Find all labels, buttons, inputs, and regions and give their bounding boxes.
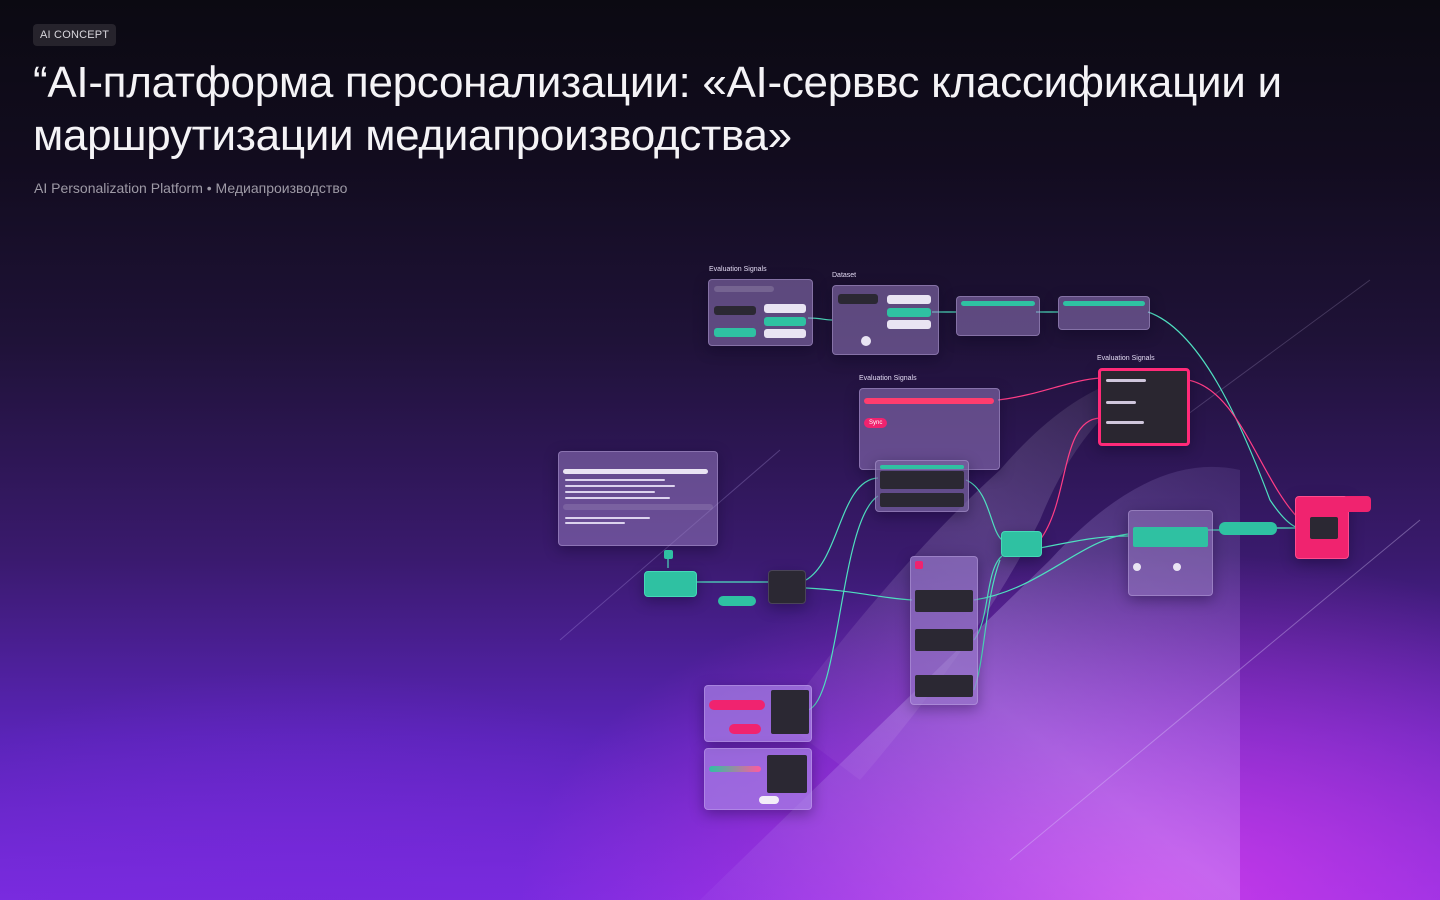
status-icon [915,561,923,569]
dataset-node[interactable] [832,285,939,355]
node-field [764,329,806,338]
evaluation-signals-alert-node[interactable] [1098,368,1190,446]
junction-node[interactable] [1001,531,1042,557]
progress-bar [563,469,708,474]
node-header-bar [961,301,1035,306]
heart-badge-icon[interactable] [1343,496,1371,512]
diagonal-light-line [1009,519,1421,861]
evaluation-signals-node[interactable] [708,279,813,346]
node-text-line [565,491,655,493]
node-text-line [1106,421,1144,424]
connector-wire [805,477,879,581]
processor-node[interactable] [768,570,806,604]
final-output-node[interactable] [1295,496,1349,559]
pink-tag-pill[interactable]: Sync [864,418,888,428]
node-row [563,504,713,510]
connector-wire [1039,535,1129,549]
classification-panel-node[interactable] [558,451,718,546]
connector-wire [965,479,1003,541]
gradient-bar [709,766,761,772]
pink-tag-pill[interactable] [729,724,761,734]
node-text-line [1106,379,1146,382]
evaluation-signals-label: Evaluation Signals [1097,355,1155,362]
node-header-bar [1063,301,1145,306]
connector-wire [1187,379,1301,521]
node-body [880,493,964,507]
add-port-icon[interactable] [861,336,871,346]
node-field [764,317,806,326]
node-text-line [1106,401,1136,404]
dataset-label: Dataset [832,272,857,279]
graph-preview [771,690,809,734]
node-row [714,306,756,315]
signal-node[interactable] [956,296,1040,336]
node-body [915,590,973,612]
signal-node[interactable] [1058,296,1150,330]
node-text-line [565,522,625,524]
connector-wire [807,495,879,711]
port-handle[interactable] [664,550,673,559]
connector-wire [973,555,1003,641]
pipeline-stack-node[interactable] [910,556,978,705]
connector-wire [973,533,1129,601]
node-row [714,286,774,292]
input-node[interactable] [644,571,697,597]
output-config-node[interactable] [1128,510,1213,596]
evaluation-signals-label: Evaluation Signals [859,375,917,382]
connector-wire [805,587,913,601]
node-text-line [565,497,670,499]
feature-node[interactable] [704,748,812,810]
page-subtitle: AI Personalization Platform • Медиапроиз… [34,180,348,196]
node-body [880,471,964,489]
node-text-line [565,479,665,481]
option-icon [1173,563,1181,571]
node-field [887,295,931,304]
node-field [887,320,931,329]
node-field [887,308,931,317]
graph-preview [767,755,807,793]
connector-wire [997,377,1101,401]
node-row [838,294,878,304]
node-field [764,304,806,313]
node-row [714,328,756,337]
feature-node[interactable] [704,685,812,742]
node-body [915,629,973,651]
evaluation-signals-label: Evaluation Signals [709,266,767,273]
white-pill[interactable] [759,796,779,804]
diagonal-light-line [1179,279,1371,421]
pink-tag-pill[interactable] [709,700,765,710]
option-icon [1133,563,1141,571]
teal-pill[interactable] [718,596,756,606]
node-text-line [565,485,675,487]
node-body [915,675,973,697]
node-header-bar [880,465,964,469]
routing-node[interactable] [875,460,969,512]
teal-pill[interactable] [1219,522,1277,535]
node-text-line [565,517,650,519]
concept-badge: AI CONCEPT [33,24,117,46]
page-title: “AI-платформа персонализации: «AI-серввс… [33,58,1282,160]
node-body [1310,517,1338,539]
evaluation-signals-config-node[interactable]: Sync [859,388,1000,470]
node-body [1133,527,1208,547]
node-header-bar [864,398,994,404]
connector-wire [1039,417,1101,541]
